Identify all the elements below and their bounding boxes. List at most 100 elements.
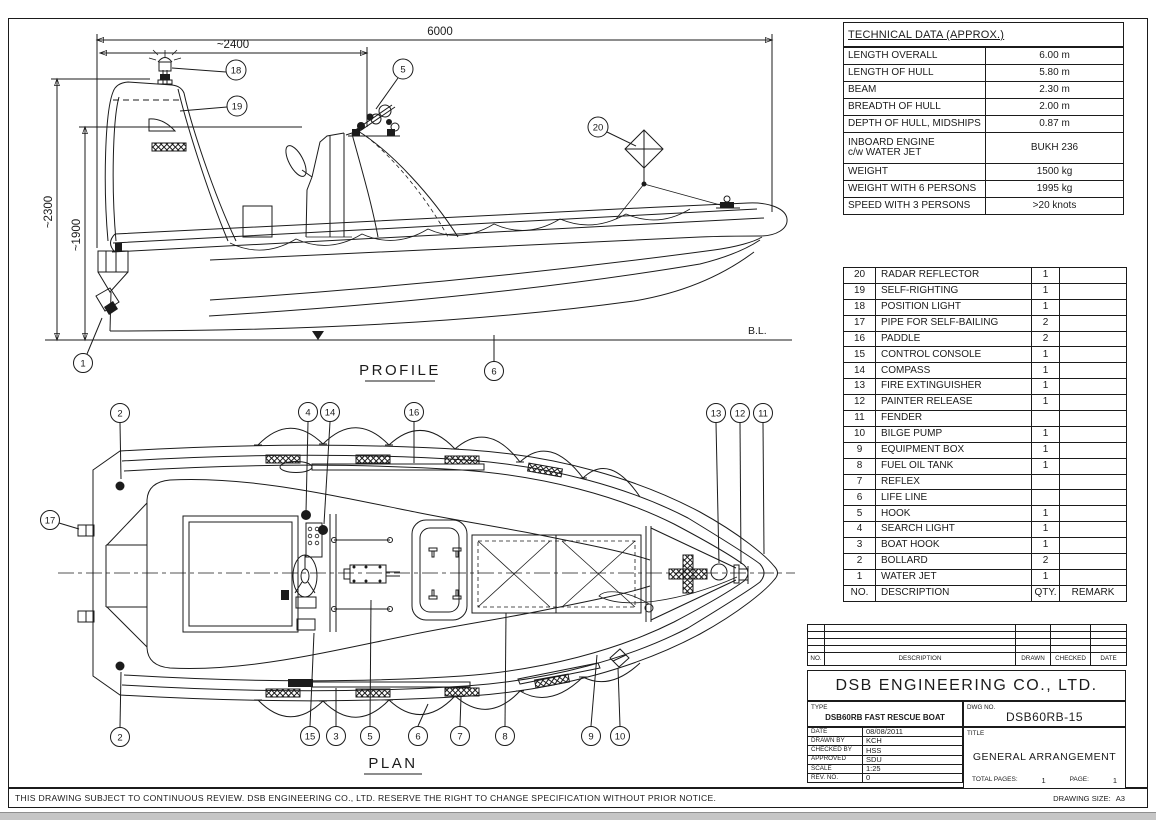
callout-bollard-bottom: 2 — [110, 727, 130, 747]
revision-row — [807, 645, 1127, 653]
revision-row — [807, 624, 1127, 632]
technical-data-title: TECHNICAL DATA (APPROX.) — [843, 22, 1124, 47]
engine-box-profile — [242, 205, 273, 238]
company-name: DSB ENGINEERING CO., LTD. — [807, 670, 1126, 701]
svg-text:8: 8 — [502, 731, 507, 742]
type-label: TYPE — [811, 704, 828, 711]
total-pages-value: 1 — [1041, 776, 1046, 785]
control-console-plan — [281, 510, 337, 632]
plan-leaders — [58, 421, 765, 728]
callout-pipe-self-bailing: 17 — [40, 510, 60, 530]
position-light — [148, 49, 182, 85]
callout-equipment-box: 9 — [581, 726, 601, 746]
revision-row — [807, 631, 1127, 639]
svg-text:14: 14 — [325, 407, 336, 418]
callout-hook-plan: 5 — [360, 726, 380, 746]
engine-plan — [343, 564, 400, 584]
callout-life-line-profile: 6 — [484, 361, 504, 381]
bollard-fwd — [115, 481, 125, 491]
reflex-strip-arch — [151, 142, 187, 152]
tech-row: SPEED WITH 3 PERSONS>20 knots — [843, 197, 1124, 215]
console-profile — [242, 130, 459, 238]
steering-wheel-profile — [285, 145, 307, 177]
drawing-title: GENERAL ARRANGEMENT — [972, 750, 1117, 763]
self-righting-bag — [104, 81, 237, 242]
lifting-hook-assembly — [348, 104, 400, 137]
radar-reflector — [615, 129, 740, 220]
callout-fuel-oil-tank: 8 — [495, 726, 515, 746]
callout-self-righting: 19 — [226, 95, 248, 117]
callout-paddle: 16 — [404, 402, 424, 422]
svg-text:5: 5 — [400, 64, 405, 75]
svg-text:3: 3 — [333, 731, 338, 742]
callout-fender: 11 — [753, 403, 773, 423]
profile-title: PROFILE — [359, 362, 441, 379]
paddle — [279, 461, 601, 685]
profile-leaders — [86, 67, 637, 361]
svg-text:19: 19 — [232, 101, 243, 112]
footer-note: THIS DRAWING SUBJECT TO CONTINUOUS REVIE… — [15, 793, 717, 803]
plan-view: PLAN 2 4 — [40, 402, 795, 775]
callout-reflex: 7 — [450, 726, 470, 746]
svg-text:20: 20 — [593, 122, 604, 133]
svg-text:15: 15 — [305, 731, 316, 742]
svg-text:11: 11 — [758, 408, 768, 419]
callout-water-jet: 1 — [73, 353, 93, 373]
dim-height-console: ~1900 — [71, 219, 83, 251]
dwg-no-box: DWG NO. DSB60RB-15 — [963, 701, 1126, 727]
svg-text:2: 2 — [117, 408, 122, 419]
callout-control-console: 15 — [300, 726, 320, 746]
page-value: 1 — [1112, 776, 1117, 785]
callout-radar-reflector: 20 — [587, 116, 609, 138]
callout-boat-hook: 3 — [326, 726, 346, 746]
footer-note-strip: THIS DRAWING SUBJECT TO CONTINUOUS REVIE… — [8, 788, 1148, 808]
dwg-no-value: DSB60RB-15 — [1005, 710, 1084, 724]
callout-bilge-pump: 10 — [610, 726, 630, 746]
reflex-strips-plan — [265, 454, 571, 698]
svg-text:2: 2 — [117, 732, 122, 743]
bow-fittings — [598, 554, 749, 668]
callout-life-line-plan: 6 — [408, 726, 428, 746]
svg-text:7: 7 — [457, 731, 462, 742]
life-line-profile — [229, 208, 691, 251]
revision-table: NO. DESCRIPTION DRAWN CHECKED DATE — [807, 624, 1127, 666]
svg-text:12: 12 — [735, 408, 746, 419]
screen-edge-bar — [0, 812, 1156, 820]
sheet-border — [8, 18, 1148, 788]
baseline-label: B.L. — [748, 325, 767, 337]
engine-hatch — [182, 515, 299, 633]
drawing-size: DRAWING SIZE: A3 — [1053, 793, 1125, 803]
water-jet-profile — [95, 287, 120, 312]
